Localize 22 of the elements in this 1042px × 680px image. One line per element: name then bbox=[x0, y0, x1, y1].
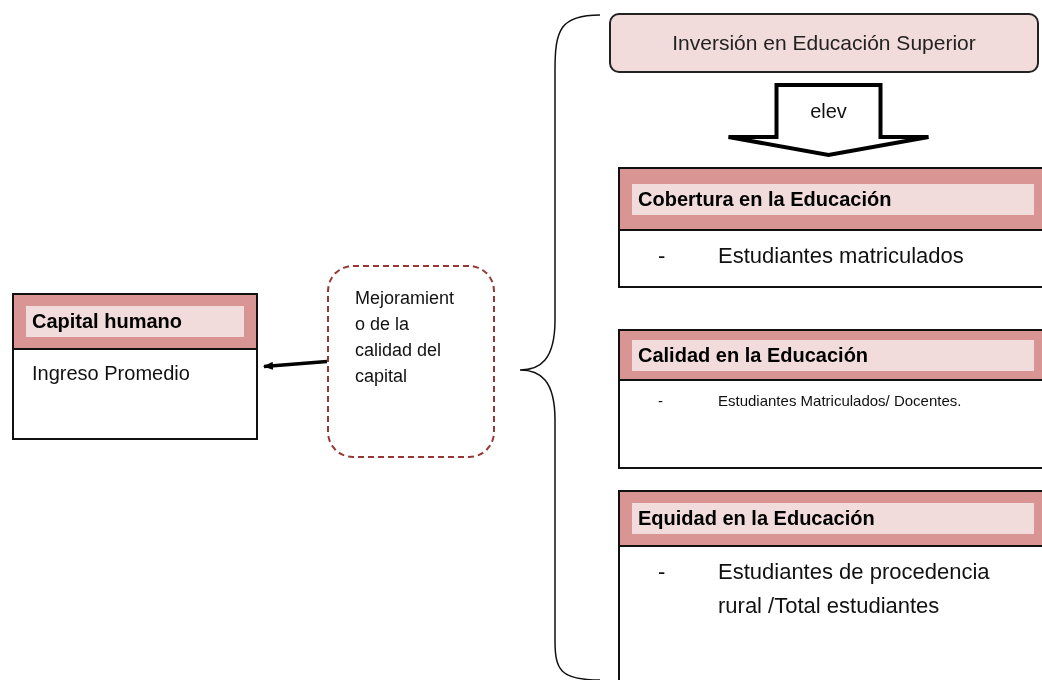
arrow bbox=[263, 359, 328, 370]
indicator-box bbox=[618, 490, 1042, 680]
box-title: Inversión en Educación Superior bbox=[672, 31, 976, 55]
header-title: Calidad en la Educación bbox=[632, 339, 1034, 371]
dashed-rounded-box bbox=[327, 265, 495, 458]
edge-label: elev bbox=[810, 99, 847, 123]
indicator-box bbox=[12, 293, 258, 440]
header-title: Capital humano bbox=[26, 306, 244, 337]
indicator-text: Estudiantes matriculados bbox=[718, 242, 965, 270]
rounded-box bbox=[609, 13, 1039, 73]
header-title: Cobertura en la Educación bbox=[632, 183, 1034, 215]
header-title: Equidad en la Educación bbox=[632, 503, 1034, 534]
indicator-text: Estudiantes Matriculados/ Docentes. bbox=[718, 391, 963, 411]
indicator-text: Ingreso Promedio bbox=[32, 361, 191, 386]
list-dash: - bbox=[657, 242, 667, 270]
indicator-box bbox=[618, 167, 1042, 288]
list-dash: - bbox=[657, 558, 667, 586]
block-arrow bbox=[726, 83, 931, 158]
indicator-text: Estudiantes de procedencia rural /Total estudiantes bbox=[718, 558, 991, 621]
indicator-box bbox=[618, 329, 1042, 469]
list-dash: - bbox=[657, 391, 664, 411]
box-text: Mejoramiento de la calidad del capital bbox=[355, 287, 455, 389]
